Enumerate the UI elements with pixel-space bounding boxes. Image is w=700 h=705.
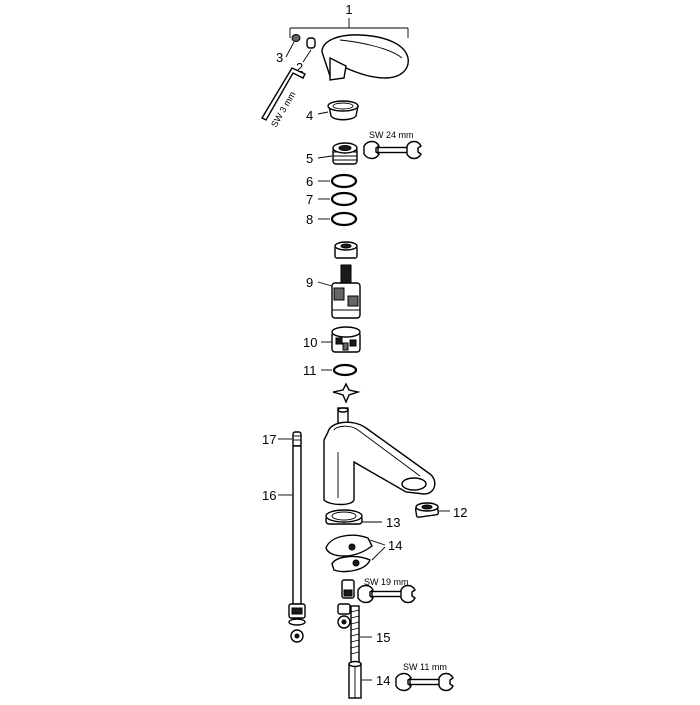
assembly-bracket (289, 18, 409, 38)
callout-11: 11 (303, 363, 317, 378)
hex-sleeve (348, 660, 362, 699)
callout-6: 6 (306, 174, 313, 189)
cap-insert (306, 37, 316, 49)
o-ring-7 (330, 191, 358, 207)
hex-key-icon (261, 67, 306, 121)
hose-fitting (337, 603, 351, 629)
callout-5: 5 (306, 151, 313, 166)
wrench-19-size: SW 19 mm (364, 577, 409, 587)
fixing-nut (341, 579, 355, 599)
aerator (414, 502, 440, 518)
mounting-horseshoe (325, 534, 373, 573)
callout-13: 13 (386, 515, 400, 530)
collar-ring (327, 100, 359, 121)
hex-key-size: SW 3 mm (269, 90, 297, 129)
callout-2: 2 (296, 60, 303, 75)
callout-14-lower: 14 (376, 673, 390, 688)
cartridge (331, 241, 361, 319)
wrench-24-size: SW 24 mm (369, 130, 414, 140)
callout-12: 12 (453, 505, 467, 520)
callout-16: 16 (262, 488, 276, 503)
callout-3: 3 (276, 50, 283, 65)
supply-hose (288, 431, 306, 643)
threaded-rod (350, 605, 360, 665)
wrench-11-size: SW 11 mm (403, 662, 447, 672)
o-ring-11 (332, 363, 358, 377)
wrench-icon (363, 140, 422, 160)
mixer-body (323, 407, 436, 506)
callout-17: 17 (262, 432, 276, 447)
callout-9: 9 (306, 275, 313, 290)
callout-4: 4 (306, 108, 313, 123)
grub-screw (291, 34, 301, 42)
handle-lever (321, 34, 409, 81)
cartridge-base (331, 326, 361, 353)
callout-7: 7 (306, 192, 313, 207)
callout-8: 8 (306, 212, 313, 227)
base-gasket (325, 509, 363, 525)
cross-seal (332, 382, 361, 404)
threaded-nut (332, 142, 358, 165)
wrench-icon (395, 672, 454, 692)
callout-10: 10 (303, 335, 317, 350)
o-ring-8 (330, 211, 358, 227)
callout-14-upper: 14 (388, 538, 402, 553)
o-ring-6 (330, 173, 358, 189)
wrench-icon (357, 584, 416, 604)
callout-1: 1 (345, 2, 352, 17)
callout-15: 15 (376, 630, 390, 645)
